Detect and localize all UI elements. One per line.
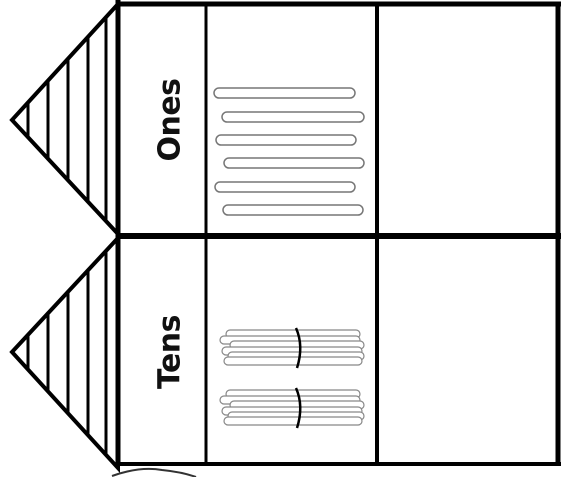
ones-stick (224, 158, 364, 168)
ones-sticks (214, 88, 364, 215)
ones-stick (215, 182, 355, 192)
tens-bundle (220, 328, 364, 368)
cropped-scribble (112, 469, 196, 477)
ones-pencil-tip (12, 0, 118, 240)
tens-label: Tens (153, 315, 188, 389)
tens-pencil-tip (12, 236, 118, 470)
ones-stick (216, 135, 356, 145)
ones-label: Ones (153, 78, 188, 161)
ones-stick (222, 112, 364, 122)
ones-stick (223, 205, 363, 215)
tens-bundle (220, 388, 364, 428)
ones-stick (214, 88, 355, 98)
